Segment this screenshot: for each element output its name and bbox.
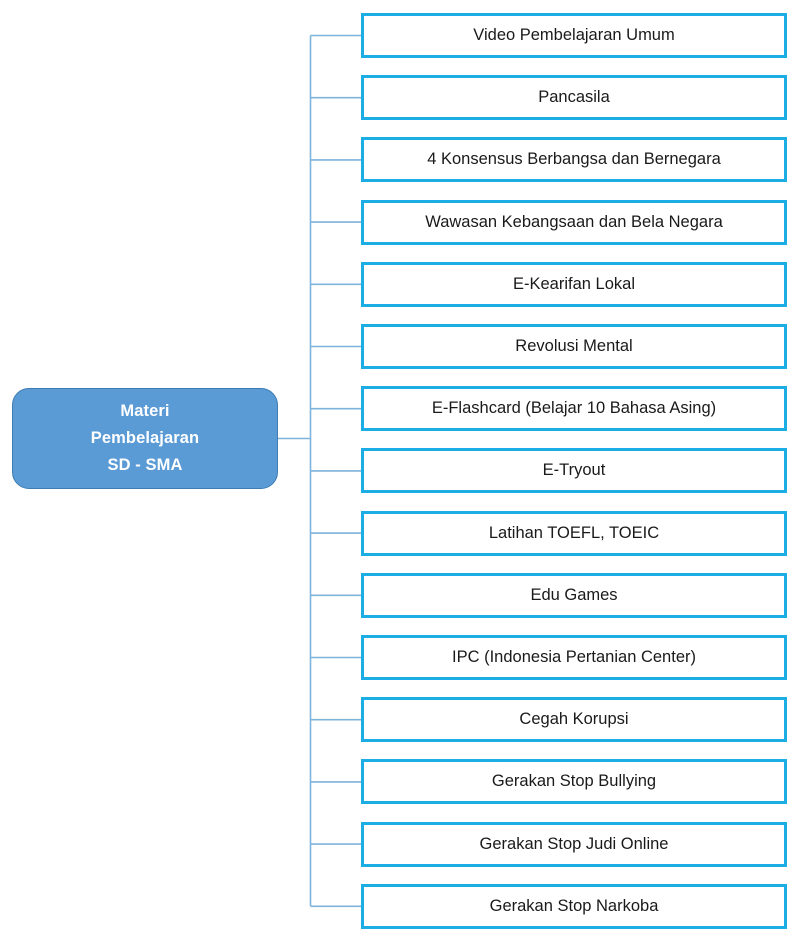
root-node-label-line-1: Materi — [120, 402, 170, 421]
node-box-2[interactable]: Pancasila — [361, 75, 787, 121]
node-box-13[interactable]: Gerakan Stop Bullying — [361, 759, 787, 805]
node-box-11[interactable]: IPC (Indonesia Pertanian Center) — [361, 635, 787, 680]
node-box-label: Video Pembelajaran Umum — [473, 26, 675, 45]
node-box-label: Wawasan Kebangsaan dan Bela Negara — [425, 212, 723, 231]
node-box-1[interactable]: Video Pembelajaran Umum — [361, 13, 787, 58]
root-node-label: Materi Pembelajaran SD - SMA — [13, 398, 277, 478]
node-box-12[interactable]: Cegah Korupsi — [361, 697, 787, 743]
node-box-label: Gerakan Stop Bullying — [491, 772, 657, 791]
root-node[interactable]: Materi Pembelajaran SD - SMA — [12, 388, 278, 489]
node-box-14[interactable]: Gerakan Stop Judi Online — [361, 821, 787, 867]
node-box-4[interactable]: Wawasan Kebangsaan dan Bela Negara — [361, 199, 787, 245]
node-box-label: Latihan TOEFL, TOEIC — [488, 523, 660, 542]
node-box-label: E-Tryout — [542, 461, 606, 480]
node-box-label: Pancasila — [538, 88, 610, 107]
node-box-9[interactable]: Latihan TOEFL, TOEIC — [361, 510, 787, 556]
node-box-label: Revolusi Mental — [515, 337, 633, 356]
node-box-label: 4 Konsensus Berbangsa dan Bernegara — [427, 150, 721, 169]
node-box-label: Gerakan Stop Narkoba — [489, 896, 659, 915]
node-box-7[interactable]: E-Flashcard (Belajar 10 Bahasa Asing) — [361, 386, 787, 432]
node-box-6[interactable]: Revolusi Mental — [361, 324, 787, 369]
root-node-label-line-3: SD - SMA — [107, 455, 183, 474]
node-box-5[interactable]: E-Kearifan Lokal — [361, 261, 787, 307]
node-box-label: IPC (Indonesia Pertanian Center) — [452, 648, 696, 667]
node-box-label: E-Kearifan Lokal — [513, 274, 635, 293]
root-node-label-line-2: Pembelajaran — [90, 429, 200, 448]
node-box-label: Cegah Korupsi — [519, 710, 629, 729]
node-box-label: E-Flashcard (Belajar 10 Bahasa Asing) — [431, 399, 717, 418]
node-box-15[interactable]: Gerakan Stop Narkoba — [361, 883, 787, 929]
node-box-8[interactable]: E-Tryout — [361, 448, 787, 494]
node-box-10[interactable]: Edu Games — [361, 572, 787, 618]
node-box-3[interactable]: 4 Konsensus Berbangsa dan Bernegara — [361, 137, 787, 183]
node-box-label: Gerakan Stop Judi Online — [479, 834, 669, 853]
node-box-label: Edu Games — [530, 585, 618, 604]
